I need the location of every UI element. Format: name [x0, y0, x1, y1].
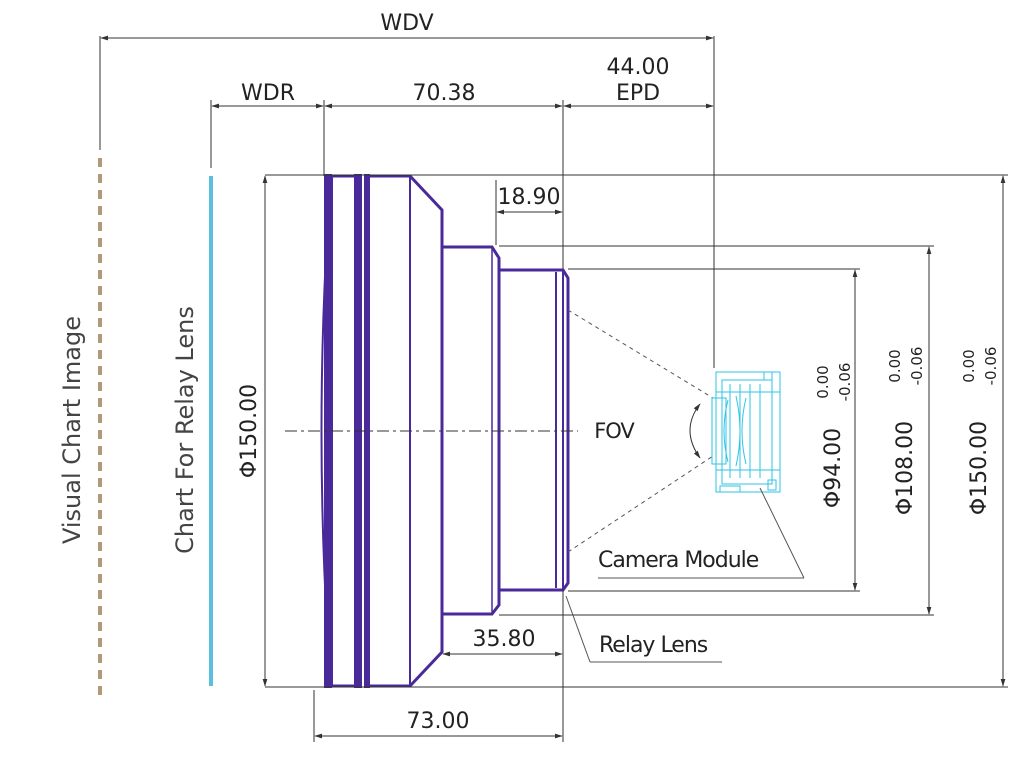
dia-108-label: Φ108.00 — [893, 421, 918, 515]
camera-module — [711, 371, 781, 493]
dia-108-tol-lower: -0.06 — [908, 347, 926, 386]
dia-150-tol-lower: -0.06 — [982, 347, 1000, 386]
chart-for-relay-lens-label: Chart For Relay Lens — [171, 306, 199, 554]
dia-150-right-label: Φ150.00 — [967, 421, 992, 515]
fov-label: FOV — [594, 419, 635, 443]
relay-lens-label: Relay Lens — [599, 633, 708, 658]
wdr-label: WDR — [241, 81, 295, 106]
camera-module-label: Camera Module — [598, 548, 759, 573]
wdv-label: WDV — [380, 11, 433, 36]
length-35-label: 35.80 — [473, 627, 536, 652]
dia-94-tol-lower: -0.06 — [836, 363, 854, 402]
dia-108-tol-upper: 0.00 — [886, 349, 904, 382]
epd-label: EPD — [616, 81, 660, 106]
dia-94-tol-upper: 0.00 — [814, 365, 832, 398]
visual-chart-image-label: Visual Chart Image — [58, 316, 86, 544]
length-70-label: 70.38 — [413, 81, 476, 106]
length-73-label: 73.00 — [407, 709, 470, 734]
length-18-label: 18.90 — [498, 185, 561, 210]
dia-150-tol-upper: 0.00 — [960, 349, 978, 382]
dia-94-label: Φ94.00 — [821, 428, 846, 508]
epd-value-label: 44.00 — [607, 55, 670, 80]
dia-150-left-label: Φ150.00 — [237, 384, 262, 478]
